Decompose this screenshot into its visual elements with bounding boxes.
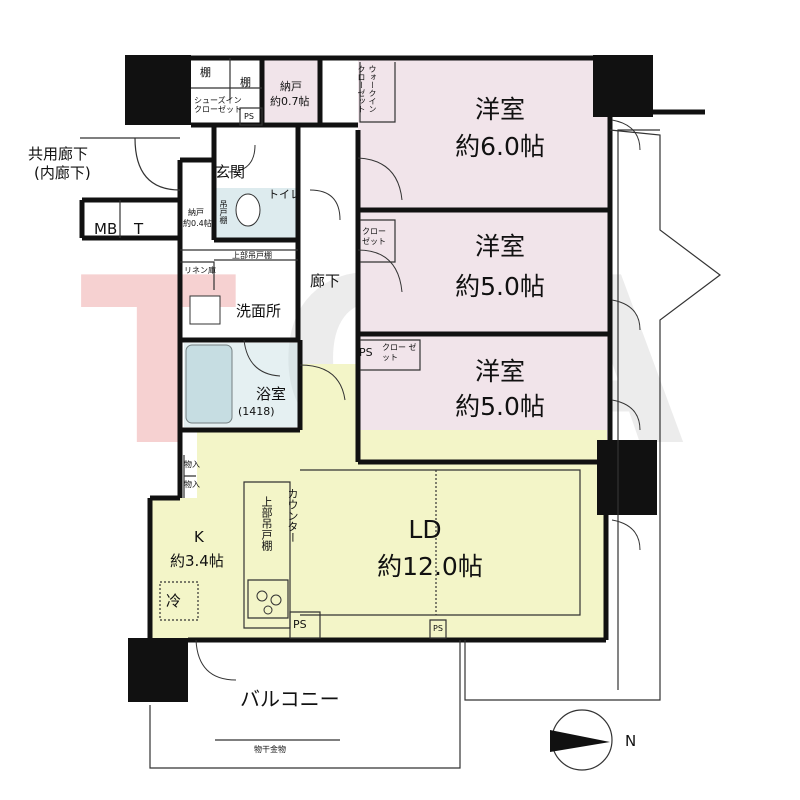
kitchen-upper-label: 上部吊戸棚 <box>260 496 273 551</box>
k-fill <box>150 498 290 638</box>
shelf2-label: 棚 <box>240 76 251 89</box>
ps-small-label: PS <box>433 624 443 633</box>
walkin-label-1: ウォークイン <box>368 65 377 113</box>
storage-small-label: 納戸 <box>188 208 204 217</box>
bathtub <box>185 344 233 424</box>
entrance-label: 玄関 <box>215 163 246 181</box>
ps-top-label: PS <box>244 112 254 121</box>
t-label: T <box>134 220 144 238</box>
bedroom-3-size: 約5.0帖 <box>455 392 545 421</box>
bedroom-1-name: 洋室 <box>474 95 525 124</box>
corridor-common-label: 共用廊下 <box>28 145 89 163</box>
closet-b-label: クロー ゼット <box>382 343 417 362</box>
shoes-closet-label-1: シューズイン <box>194 96 242 105</box>
storage-small-size: 約0.4帖 <box>183 219 212 228</box>
shelf1-label: 棚 <box>200 66 211 79</box>
ld-size: 約12.0帖 <box>377 552 483 581</box>
bedroom-2-size: 約5.0帖 <box>455 272 545 301</box>
k-name: K <box>194 528 204 546</box>
upper-cabinet-label: 上部吊戸棚 <box>232 251 272 260</box>
storage-top-label: 納戸 <box>280 80 302 93</box>
counter-label: カウンター <box>286 488 299 543</box>
hallway-label: 廊下 <box>310 272 341 290</box>
toilet-cabinet-label: 吊戸棚 <box>219 200 228 224</box>
balcony-label: バルコニー <box>240 687 340 711</box>
north-label: N <box>625 732 637 750</box>
toilet-label: トイレ <box>268 188 301 201</box>
bath-fill <box>184 343 298 427</box>
bedroom-3-name: 洋室 <box>474 357 525 386</box>
washroom-label: 洗面所 <box>236 302 282 320</box>
walkin-label-2: クローゼット <box>357 65 366 113</box>
k-size: 約3.4帖 <box>170 552 224 570</box>
compass-arrow-icon <box>550 730 610 752</box>
sink-fixture <box>189 295 221 325</box>
toilet-fixture <box>235 193 261 227</box>
bedroom-1-fill <box>358 60 610 210</box>
fridge-label: 冷 <box>166 592 182 610</box>
mb-label: MB <box>94 220 118 238</box>
storage-top-fill <box>262 60 320 122</box>
bedroom-1-size: 約6.0帖 <box>455 132 545 161</box>
laundry-hanger-label: 物干金物 <box>254 745 286 754</box>
hall-lower-fill <box>300 364 358 434</box>
corridor-inner-label: (内廊下) <box>34 164 91 182</box>
ld-name: LD <box>408 515 442 544</box>
linen-label: リネン庫 <box>184 266 216 275</box>
bath-size: (1418) <box>238 405 275 418</box>
storage-in1-label: 物入 <box>184 460 200 469</box>
ps-mid-label: PS <box>359 346 373 359</box>
bedroom-2-fill <box>358 210 610 334</box>
storage-top-size: 約0.7帖 <box>270 95 310 108</box>
bath-label: 浴室 <box>256 385 287 403</box>
closet-a-label: クロー ゼット <box>362 227 386 246</box>
storage-in2-label: 物入 <box>184 480 200 489</box>
ps-kitchen-label: PS <box>293 618 307 631</box>
shoes-closet-label-2: クローゼット <box>194 105 242 114</box>
bedroom-2-name: 洋室 <box>474 232 525 261</box>
